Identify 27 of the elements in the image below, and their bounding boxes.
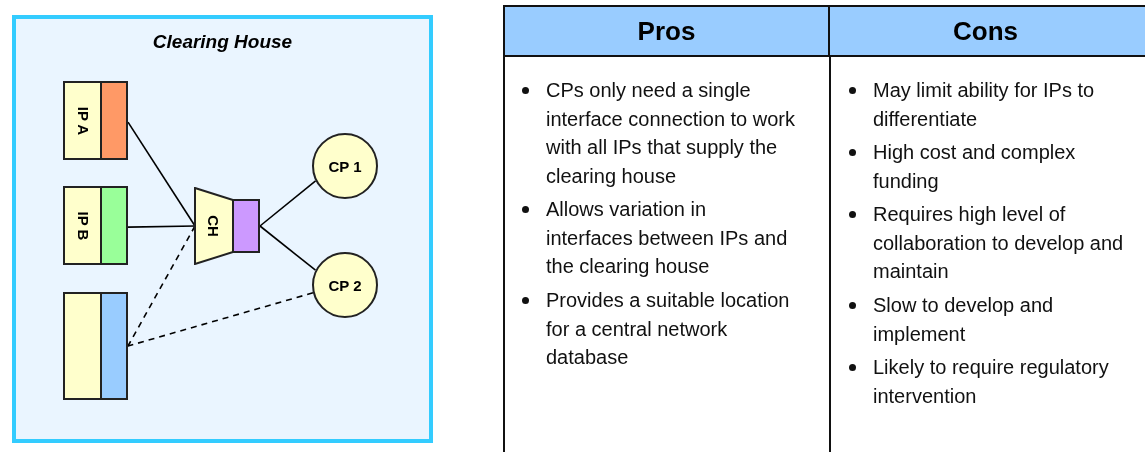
table-header-cell: Cons bbox=[830, 5, 1145, 57]
node-label: CP 1 bbox=[327, 157, 363, 175]
bullet-text: Likely to require regulatory intervention bbox=[873, 355, 1110, 409]
provider-box bbox=[63, 81, 128, 160]
box-label: IP A bbox=[75, 106, 92, 135]
clearing-house-hub bbox=[194, 187, 260, 265]
provider-box bbox=[63, 292, 128, 400]
bullet-text: CPs only need a single interface connection to work with all IPs that supply the clearing house bbox=[546, 78, 796, 189]
bullet-text: Requires high level of collaboration to develop and maintain bbox=[873, 202, 1125, 284]
clearing-house-panel bbox=[12, 15, 433, 443]
bullet-text: Provides a suitable location for a central network database bbox=[546, 288, 791, 370]
connector-line bbox=[259, 225, 317, 272]
bullet-text: Allows variation in interfaces between IPs and the clearing house bbox=[546, 197, 789, 279]
connector-line bbox=[127, 225, 196, 228]
bullet-text: Slow to develop and implement bbox=[873, 293, 1055, 347]
provider-box bbox=[63, 186, 128, 265]
connector-line bbox=[259, 180, 317, 227]
box-label: IP B bbox=[75, 211, 92, 240]
panel-title: Clearing House bbox=[151, 31, 294, 53]
dashed-connector bbox=[127, 225, 196, 347]
bullet-text: High cost and complex funding bbox=[873, 140, 1077, 194]
hub-label: CH bbox=[205, 215, 222, 237]
node-label: CP 2 bbox=[327, 276, 363, 294]
table-header-cell: Pros bbox=[503, 5, 830, 57]
dashed-connector bbox=[127, 292, 314, 347]
bullet-text: May limit ability for IPs to differentiate bbox=[873, 78, 1096, 132]
connector-line bbox=[127, 121, 196, 227]
